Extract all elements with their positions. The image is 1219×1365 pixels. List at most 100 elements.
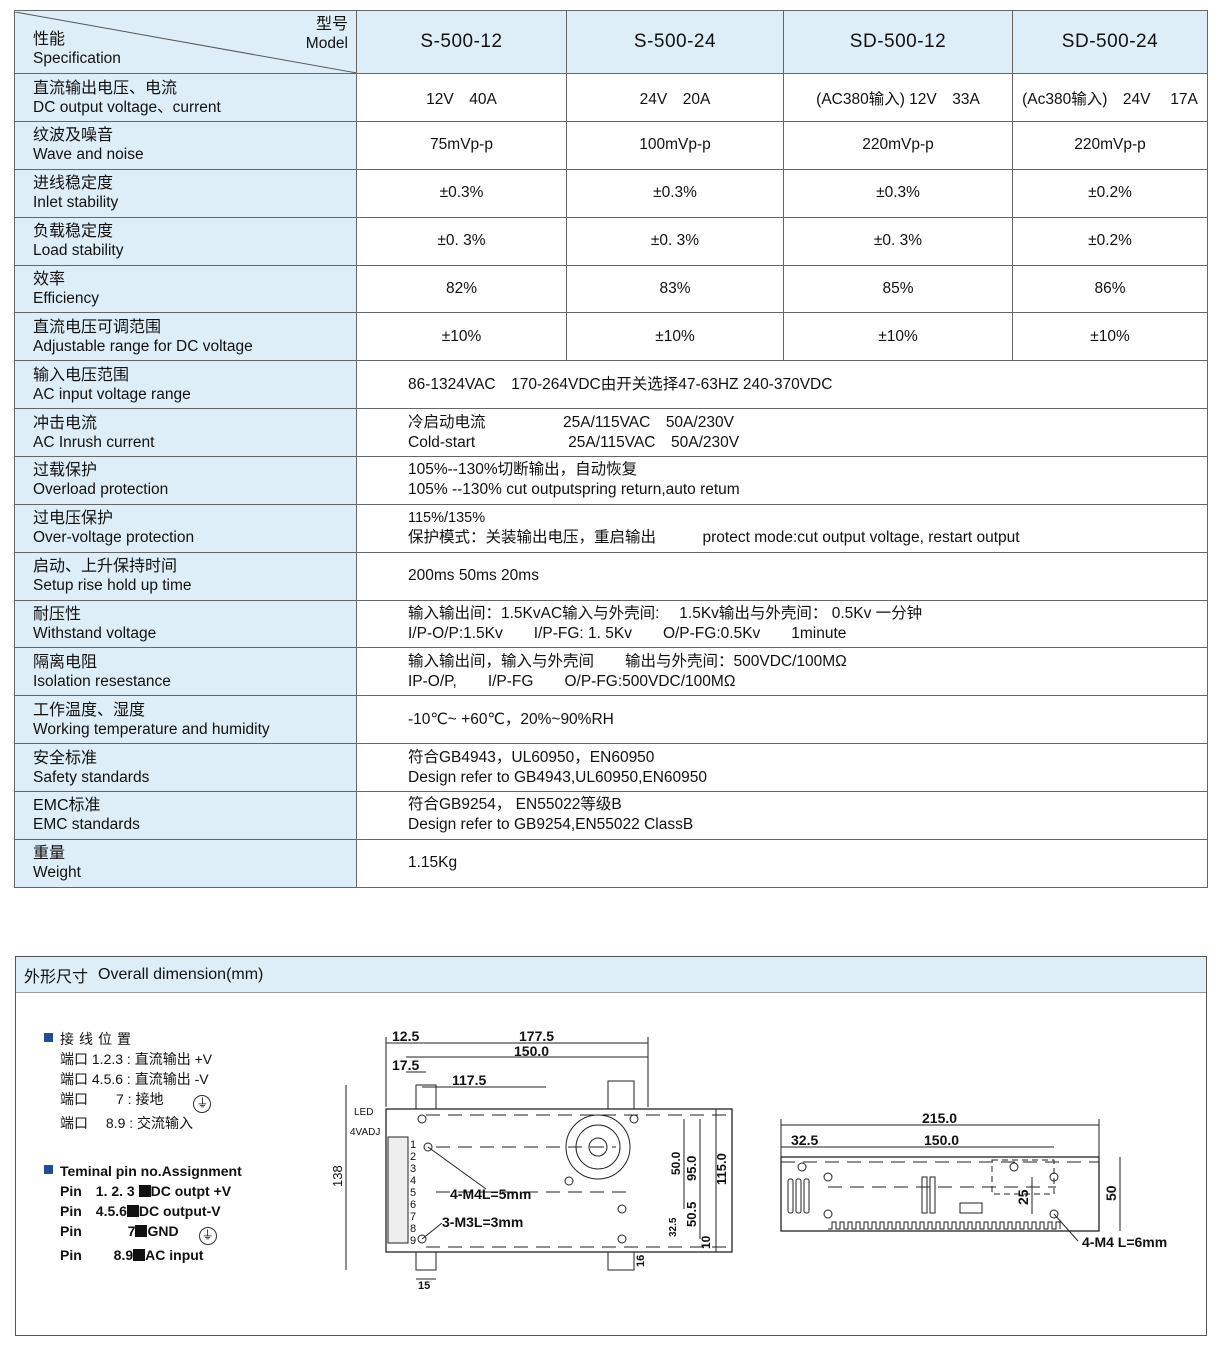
vent-slot	[795, 1178, 802, 1214]
span-line: 200ms 50ms 20ms	[408, 567, 539, 585]
table-cell: 220mVp-p	[783, 121, 1013, 170]
table-cell: ±0. 3%	[783, 216, 1013, 266]
dimension-label: 150.0	[514, 1043, 549, 1059]
row-label-zh: 负载稳定度	[33, 223, 114, 241]
span-cell: -10℃~ +60℃，20%~90%RH	[356, 695, 1208, 745]
front-bottom-dimension-labels: 15 16	[418, 1255, 647, 1292]
pin-label: 4	[410, 1175, 416, 1187]
row-label-zh: 工作温度、湿度	[33, 701, 146, 719]
mount-tab	[415, 1084, 437, 1110]
wiring-pin: Pin 8.9	[60, 1247, 134, 1263]
screw-hole-icon	[417, 1114, 427, 1124]
row-label-en: Over-voltage protection	[33, 529, 195, 547]
span-cell: 200ms 50ms 20ms	[356, 551, 1208, 601]
table-cell: 12V 40A	[356, 73, 567, 122]
span-line: -10℃~ +60℃，20%~90%RH	[408, 710, 614, 728]
table-cell: ±0.3%	[566, 168, 784, 218]
header-model-en: Model	[305, 34, 348, 52]
table-cell: ±0.3%	[783, 168, 1013, 218]
side-view-drawing: 215.0 32.5 150.0 25 50 4-M4 L=6mm	[780, 1110, 1167, 1250]
span-line: Design refer to GB9254,EN55022 ClassB	[408, 816, 694, 834]
front-view-drawing: 1 2 3 4 5 6 7 8 9	[330, 1028, 733, 1292]
span-line: 输入输出间：1.5KvAC输入与外壳间: 1.5Kv输出与外壳间： 0.5Kv …	[408, 605, 923, 623]
row-label-zh: 效率	[33, 271, 66, 288]
header-model-zh: 型号	[315, 15, 348, 33]
pin-label: 9	[410, 1235, 416, 1247]
dimension-label: 95.0	[684, 1156, 699, 1181]
table-cell: ±0.3%	[356, 168, 567, 218]
dimension-label: 16	[635, 1255, 647, 1267]
header-spec-zh: 性能	[33, 30, 66, 48]
wiring-pin: Pin 7	[60, 1223, 136, 1239]
screw-hole-icon	[564, 1176, 574, 1186]
row-label-en: Isolation resestance	[33, 672, 171, 690]
wiring-en-title: Teminal pin no.Assignment	[44, 1161, 242, 1181]
dimension-drawings: 1 2 3 4 5 6 7 8 9	[330, 1028, 1167, 1292]
table-cell: 83%	[566, 264, 784, 314]
row-label-en: AC input voltage range	[33, 385, 191, 403]
wiring-en-line: Pin 1. 2. 3 DC outpt +V	[60, 1181, 242, 1201]
dimension-label: 10	[699, 1235, 713, 1249]
screw-hole-icon	[617, 1204, 627, 1214]
screw-hole-icon	[629, 1114, 639, 1124]
leader-line	[427, 1146, 487, 1190]
table-cell: 100mVp-p	[566, 121, 784, 170]
vadj-label: 4VADJ	[350, 1127, 380, 1138]
pin-label: 2	[410, 1151, 416, 1163]
row-label-en: AC Inrush current	[33, 433, 155, 451]
screw-hole-icon	[1049, 1209, 1059, 1219]
dimension-label: 117.5	[452, 1072, 486, 1088]
side-component	[959, 1202, 983, 1214]
mount-tab	[607, 1251, 635, 1271]
span-cell: 1.15Kg	[356, 838, 1208, 889]
dimension-title-zh: 外形尺寸	[24, 968, 89, 986]
wiring-cn-line-gnd: 端口 7 : 接地⏚	[60, 1089, 212, 1113]
wiring-desc: DC outpt +V	[150, 1183, 232, 1199]
screw-label: 4-M4 L=6mm	[1082, 1234, 1167, 1250]
terminal-block	[387, 1136, 409, 1244]
screw-label: 4-M4L=5mm	[450, 1186, 531, 1202]
wiring-en-block: Teminal pin no.Assignment Pin 1. 2. 3 DC…	[44, 1161, 242, 1265]
table-cell: 75mVp-p	[356, 121, 567, 170]
mount-tab	[607, 1080, 635, 1110]
row-label-en: Overload protection	[33, 481, 169, 499]
table-cell: ±0. 3%	[566, 216, 784, 266]
led-label: LED	[354, 1107, 373, 1118]
row-label-en: Wave and noise	[33, 146, 144, 164]
row-label-zh: 安全标准	[33, 749, 98, 767]
row-label-en: Weight	[33, 864, 81, 882]
row-label-zh: 耐压性	[33, 606, 82, 624]
wiring-pin: Pin 1. 2. 3	[60, 1183, 135, 1199]
dimension-panel: 外形尺寸 Overall dimension(mm) 接线位置 端口 1.2.3…	[15, 956, 1207, 1336]
wiring-cn-block: 接线位置 端口 1.2.3 : 直流输出 +V 端口 4.5.6 : 直流输出 …	[44, 1029, 212, 1133]
span-cell: 输入输出间：1.5KvAC输入与外壳间: 1.5Kv输出与外壳间： 0.5Kv …	[356, 599, 1208, 649]
row-label-zh: 重量	[33, 845, 66, 863]
dimension-label: 50	[1103, 1185, 1119, 1201]
side-dashed-box	[991, 1159, 1055, 1195]
span-line: 冷启动电流 25A/115VAC 50A/230V	[408, 413, 734, 431]
square-bullet-icon	[126, 1205, 139, 1217]
row-label-zh: 纹波及噪音	[33, 127, 114, 145]
screw-label: 3-M3L=3mm	[442, 1214, 523, 1230]
screw-hole-icon	[1049, 1172, 1059, 1182]
span-cell: 86-1324VAC 170-264VDC由开关选择47-63HZ 240-37…	[356, 360, 1208, 410]
